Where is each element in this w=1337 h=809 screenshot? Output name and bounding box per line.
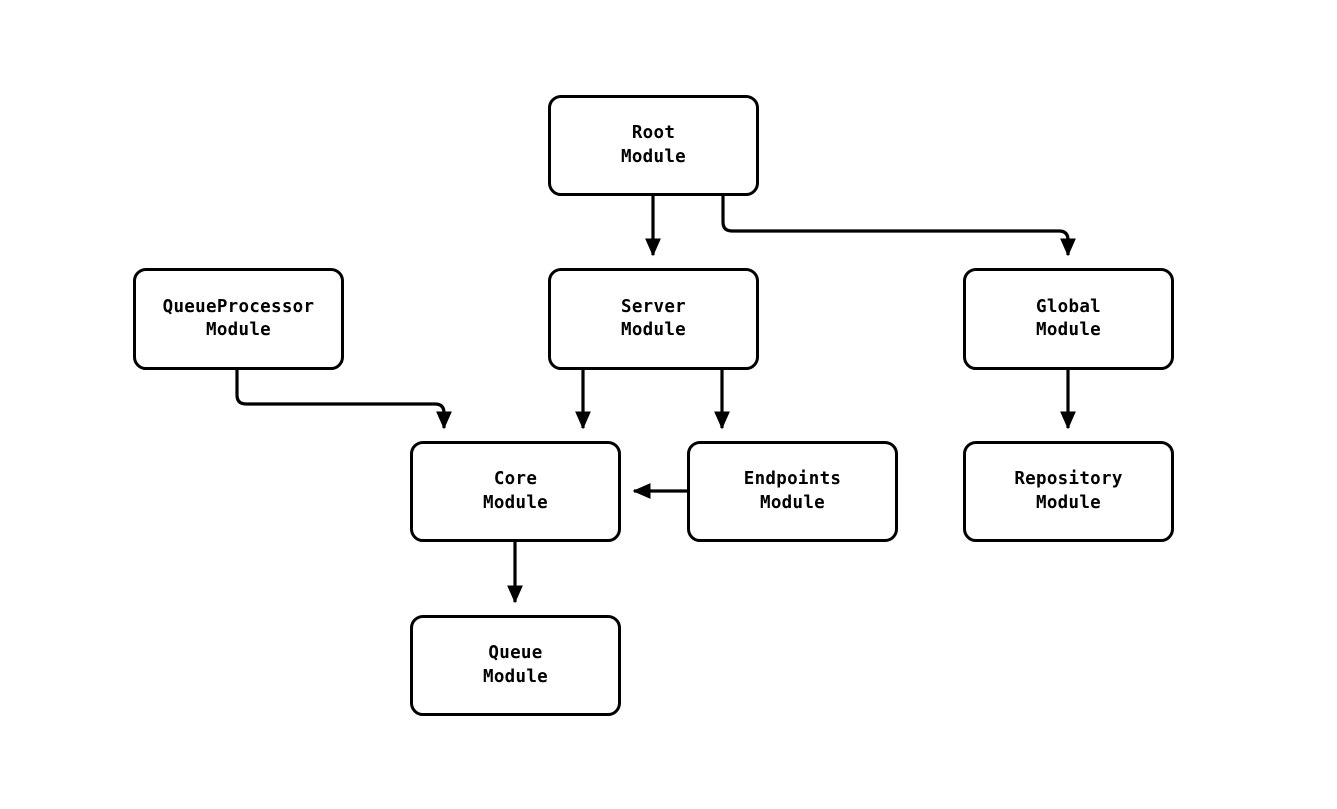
- node-queueprocessor-module[interactable]: QueueProcessor Module: [133, 268, 344, 370]
- node-endpoints-module-label-line1: Endpoints: [743, 469, 842, 490]
- node-global-module-label-line2: Module: [1035, 320, 1101, 340]
- node-core-module-label-line1: Core: [493, 469, 538, 490]
- node-repository-module[interactable]: Repository Module: [963, 441, 1174, 542]
- node-core-module-label-line2: Module: [482, 492, 548, 513]
- node-queueprocessor-module-label-line1: QueueProcessor: [162, 296, 315, 317]
- node-core-module[interactable]: Core Module: [410, 441, 621, 542]
- node-queueprocessor-module-label-line2: Module: [205, 320, 271, 340]
- node-queue-module-label-line1: Queue: [488, 643, 543, 664]
- node-server-module[interactable]: Server Module: [548, 268, 759, 370]
- node-endpoints-module[interactable]: Endpoints Module: [687, 441, 898, 542]
- node-queue-module[interactable]: Queue Module: [410, 615, 621, 716]
- node-endpoints-module-label-line2: Module: [759, 492, 825, 513]
- node-server-module-label-line1: Server: [620, 296, 686, 317]
- node-queue-module-label-line2: Module: [482, 666, 548, 687]
- node-global-module[interactable]: Global Module: [963, 268, 1174, 370]
- node-root-module-label-line2: Module: [620, 146, 686, 167]
- edge-queueprocessor-to-core: [235, 370, 452, 430]
- node-repository-module-label-line2: Module: [1035, 492, 1101, 513]
- node-server-module-label-line2: Module: [620, 320, 686, 340]
- node-root-module[interactable]: Root Module: [548, 95, 759, 196]
- node-root-module-label-line1: Root: [631, 123, 676, 144]
- edge-root-to-global: [721, 196, 1076, 257]
- node-global-module-label-line1: Global: [1035, 296, 1101, 317]
- node-repository-module-label-line1: Repository: [1014, 469, 1123, 490]
